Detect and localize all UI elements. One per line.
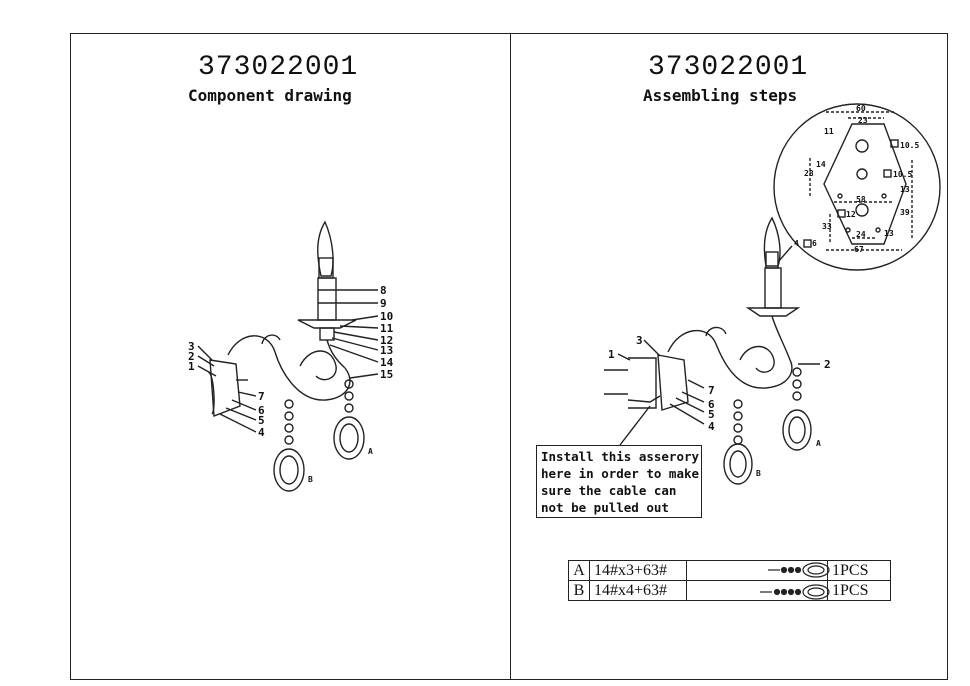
part-id: B — [568, 580, 590, 601]
cable-note: Install this asserory here in order to m… — [536, 445, 702, 518]
dim-39: 39 — [900, 208, 910, 217]
part-figure — [686, 560, 828, 581]
note-line: sure the cable can — [541, 483, 677, 498]
dim-60: 60 — [856, 104, 866, 113]
dim-67: 67 — [854, 245, 864, 254]
callout-4-right: 4 — [708, 420, 715, 433]
dim-11: 11 — [824, 127, 834, 136]
callout-2-right: 2 — [824, 358, 831, 371]
dim-6: 6 — [812, 239, 817, 248]
parts-table: A 14#x3+63# 1PCS B 14#x4+63# 1PCS — [568, 560, 891, 601]
callout-1-right: 1 — [608, 348, 615, 361]
dim-14: 14 — [816, 160, 826, 169]
callout-4: 4 — [258, 426, 265, 439]
dim-12: 12 — [846, 210, 856, 219]
dim-10-5-top: 10.5 — [900, 141, 919, 150]
callout-5-right: 5 — [708, 408, 715, 421]
mount-plate-dimensions: 60 23 11 10.5 14 28 10.5 13 58 39 12 33 … — [794, 104, 919, 254]
callout-2: 2 — [188, 350, 195, 363]
right-callouts: 1 2 3 4 5 6 7 A B — [608, 334, 831, 478]
dim-58: 58 — [856, 195, 866, 204]
left-product-code: 373022001 — [198, 52, 359, 83]
pendant-label-b: B — [308, 475, 313, 484]
table-row: B 14#x4+63# 1PCS — [568, 580, 891, 601]
table-row: A 14#x3+63# 1PCS — [568, 560, 891, 581]
callout-13: 13 — [380, 344, 393, 357]
callout-7-right: 7 — [708, 384, 715, 397]
dim-13-upper: 13 — [900, 185, 910, 194]
part-qty: 1PCS — [827, 560, 891, 581]
panel-divider — [510, 33, 511, 680]
note-line: here in order to make — [541, 466, 700, 481]
callout-15: 15 — [380, 368, 393, 381]
right-subtitle: Assembling steps — [643, 86, 798, 105]
callout-11: 11 — [380, 322, 394, 335]
note-line: not be pulled out — [541, 500, 669, 515]
callout-8: 8 — [380, 284, 387, 297]
dim-13-lower: 13 — [884, 229, 894, 238]
note-line: Install this asserory — [541, 449, 700, 464]
callout-7: 7 — [258, 390, 265, 403]
left-subtitle: Component drawing — [188, 86, 352, 105]
part-id: A — [568, 560, 590, 581]
dim-23: 23 — [858, 116, 868, 125]
pendant-label-a: A — [368, 447, 373, 456]
left-sconce-drawing — [197, 220, 379, 492]
callout-6: 6 — [258, 404, 265, 417]
callout-10: 10 — [380, 310, 393, 323]
part-qty: 1PCS — [827, 580, 891, 601]
callout-3-right: 3 — [636, 334, 643, 347]
dim-24: 24 — [856, 230, 866, 239]
pendant-label-b-right: B — [756, 469, 761, 478]
dim-28: 28 — [804, 169, 814, 178]
callout-1: 1 — [188, 360, 195, 373]
part-spec: 14#x3+63# — [589, 560, 687, 581]
drawing-frame — [70, 33, 948, 680]
pendant-label-a-right: A — [816, 439, 821, 448]
right-product-code: 373022001 — [648, 52, 809, 83]
callout-9: 9 — [380, 297, 387, 310]
callout-14: 14 — [380, 356, 394, 369]
callout-5: 5 — [258, 414, 265, 427]
right-sconce-drawing — [604, 103, 941, 485]
part-figure — [686, 580, 828, 601]
callout-12: 12 — [380, 334, 393, 347]
callout-3: 3 — [188, 340, 195, 353]
dim-4: 4 — [794, 239, 799, 248]
left-callouts: 8 9 10 11 12 13 14 15 3 2 1 7 6 5 4 A B — [188, 284, 394, 484]
callout-6-right: 6 — [708, 398, 715, 411]
dim-33: 33 — [822, 222, 832, 231]
dim-10-5-mid: 10.5 — [893, 170, 912, 179]
part-spec: 14#x4+63# — [589, 580, 687, 601]
